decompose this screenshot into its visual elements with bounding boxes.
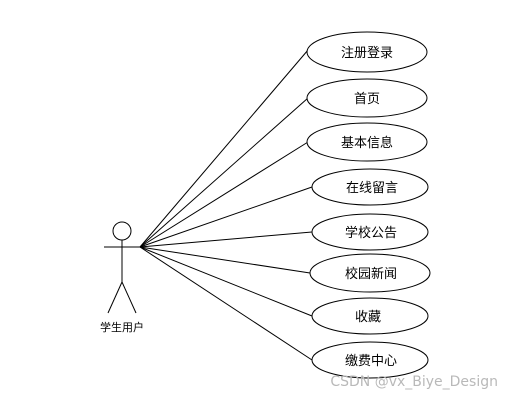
use-case-label: 收藏 (355, 310, 381, 325)
use-case-label: 注册登录 (341, 46, 393, 61)
use-case-label: 缴费中心 (345, 354, 397, 369)
association-line-7 (139, 246, 313, 317)
use-case-online-message: 在线留言 (311, 168, 429, 206)
association-line-6 (139, 246, 311, 274)
association-line-1 (139, 49, 309, 248)
use-case-label: 基本信息 (341, 135, 393, 151)
association-line-8 (139, 246, 313, 361)
use-case-payment-center: 缴费中心 (311, 341, 429, 379)
use-case-basic-info: 基本信息 (306, 122, 428, 162)
actor-right-leg (121, 281, 137, 314)
association-line-3 (139, 141, 309, 248)
use-case-register-login: 注册登录 (306, 31, 428, 73)
use-case-ellipse (306, 78, 428, 118)
actor-left-leg (107, 281, 123, 314)
actor-label: 学生用户 (100, 320, 144, 334)
actor-head (112, 221, 132, 241)
use-case-label: 在线留言 (346, 181, 398, 196)
use-case-label: 学校公告 (345, 225, 397, 241)
use-case-home: 首页 (306, 78, 428, 118)
use-case-ellipse (309, 253, 431, 293)
use-case-school-notice: 学校公告 (311, 213, 429, 251)
use-case-label: 校园新闻 (345, 266, 397, 282)
association-line-5 (139, 231, 313, 248)
use-case-label: 首页 (354, 92, 380, 107)
association-lines (139, 49, 313, 361)
use-case-ellipse (306, 122, 428, 162)
use-case-favorites: 收藏 (311, 297, 429, 335)
use-case-ellipse (311, 213, 429, 251)
association-line-2 (139, 97, 309, 248)
use-case-campus-news: 校园新闻 (309, 253, 431, 293)
actor-student-user: 学生用户 (100, 221, 144, 334)
use-case-ellipse (311, 168, 429, 206)
association-line-4 (139, 186, 313, 248)
use-case-ellipse (311, 297, 429, 335)
use-case-ellipse (311, 341, 429, 379)
use-case-ellipse (306, 31, 428, 73)
csdn-watermark: CSDN @vx_Biye_Design (330, 374, 498, 390)
